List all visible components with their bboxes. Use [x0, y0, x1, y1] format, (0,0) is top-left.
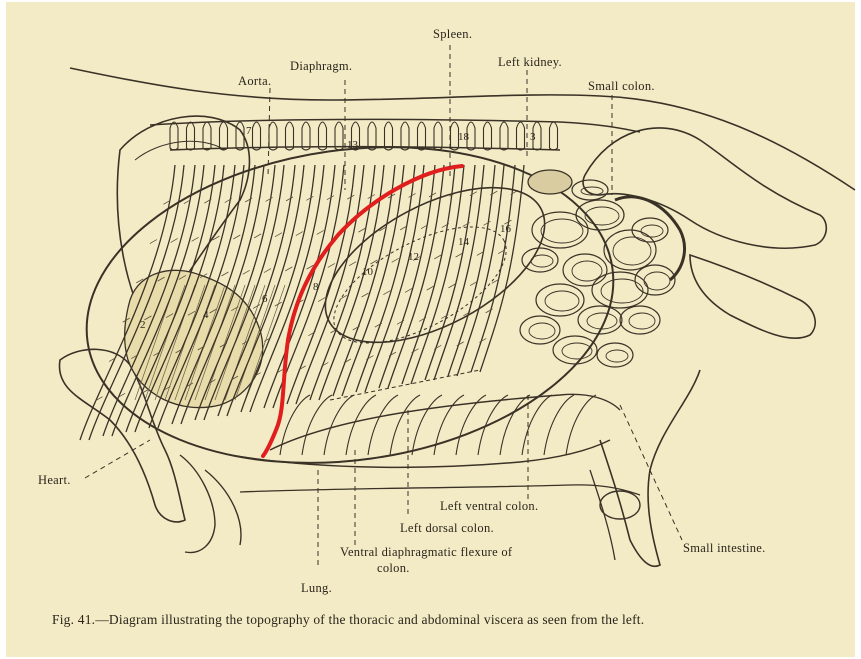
vertebra-number-3: 3	[530, 131, 536, 143]
label-ventral-flexure: Ventral diaphragmatic flexure of	[340, 545, 513, 559]
rib-number-16: 16	[500, 223, 512, 235]
label-heart: Heart.	[38, 473, 71, 487]
rib-number-18: 18	[458, 131, 470, 143]
left-kidney	[528, 170, 572, 194]
rib-number-2: 2	[140, 319, 146, 331]
label-left-kidney: Left kidney.	[498, 55, 562, 69]
label-diaphragm: Diaphragm.	[290, 59, 352, 73]
rib-number-4: 4	[203, 309, 209, 321]
label-small-intestine: Small intestine.	[683, 541, 766, 555]
label-left-dorsal-colon: Left dorsal colon.	[400, 521, 494, 535]
caption-text: —Diagram illustrating the topography of …	[94, 612, 644, 627]
rib-number-8: 8	[313, 281, 319, 293]
label-aorta: Aorta.	[238, 74, 271, 88]
caption-prefix: Fig. 41.	[52, 612, 95, 627]
rib-number-7: 7	[246, 125, 252, 137]
rib-number-10: 10	[362, 266, 374, 278]
rib-number-12: 12	[408, 251, 419, 263]
label-left-ventral-colon: Left ventral colon.	[440, 499, 538, 513]
label-ventral-flexure-2: colon.	[377, 561, 410, 575]
label-lung: Lung.	[301, 581, 332, 595]
label-small-colon: Small colon.	[588, 79, 655, 93]
figure-caption: Fig. 41.—Diagram illustrating the topogr…	[52, 612, 644, 627]
label-spleen: Spleen.	[433, 27, 472, 41]
rib-number-13: 13	[347, 139, 359, 151]
rib-number-14: 14	[458, 236, 470, 248]
rib-number-6: 6	[262, 293, 268, 305]
